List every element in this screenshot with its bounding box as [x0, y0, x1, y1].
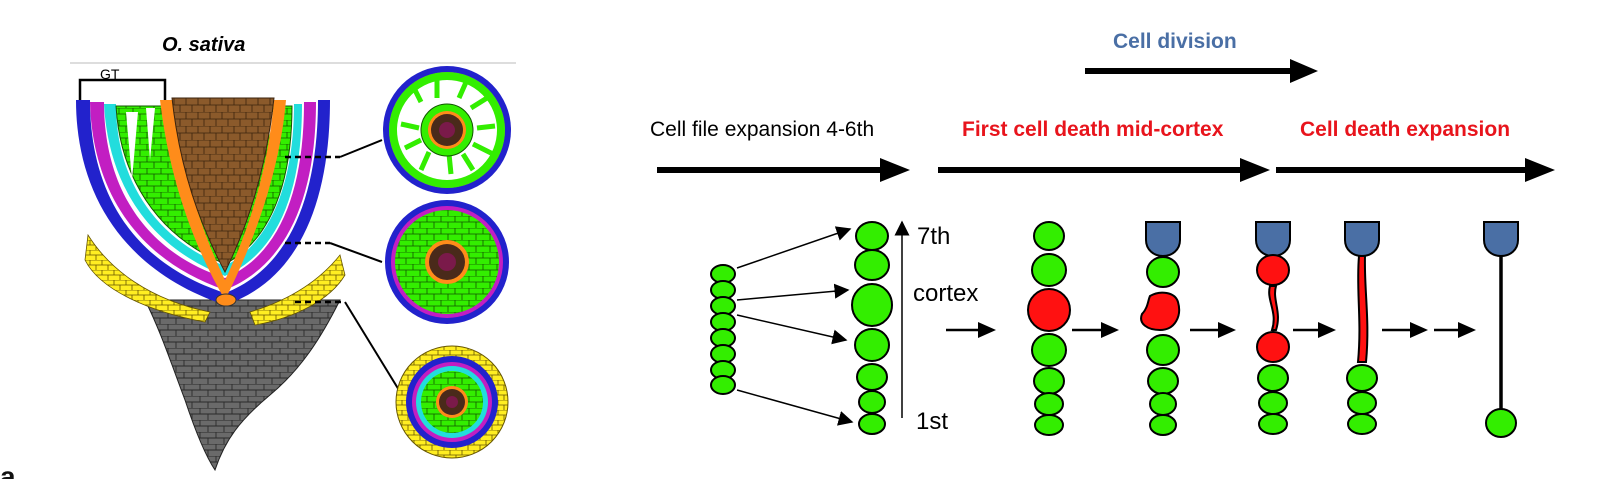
- initial-cell-file: [710, 264, 736, 395]
- cross-section-tip: [395, 345, 509, 459]
- root-section-diagram: [70, 62, 516, 472]
- epidermis-layer: [76, 100, 330, 305]
- stage-label-first-death: First cell death mid-cortex: [962, 118, 1224, 141]
- stage2-arrow-head: [1240, 158, 1270, 182]
- stage3-arrow-head: [1525, 158, 1555, 182]
- gt-bracket: [78, 78, 167, 100]
- stage1-arrow-head: [880, 158, 910, 182]
- cross-section-mature: [383, 66, 511, 194]
- cortex-label-middle: cortex: [913, 280, 979, 307]
- cell-division-label: Cell division: [1113, 30, 1237, 53]
- cell-file-stage-a: [1027, 221, 1071, 436]
- cortex-label-bottom: 1st: [916, 408, 949, 435]
- lateral-root-cap-right: [249, 254, 346, 326]
- endodermis-layer: [160, 100, 286, 300]
- stage-label-expansion: Cell file expansion 4-6th: [650, 118, 875, 141]
- cell-file-stage-c: [1255, 221, 1291, 435]
- cell-file-stage-b: [1140, 221, 1181, 436]
- leader-line-2b: [329, 242, 383, 263]
- stele-tissue: [171, 97, 275, 274]
- cell-file-stage-e: [1483, 221, 1519, 438]
- gt-label: GT: [100, 66, 120, 82]
- cell-division-arrow-head: [1290, 59, 1318, 83]
- quiescent-center: [215, 293, 237, 307]
- stage-label-death-expansion: Cell death expansion: [1300, 118, 1511, 141]
- aerenchyma-gap: [146, 108, 155, 160]
- cortex-label-top: 7th: [917, 223, 951, 250]
- expansion-arrows: [736, 226, 854, 426]
- aerenchyma-gap: [126, 112, 138, 180]
- species-title: O. sativa: [162, 34, 246, 56]
- cell-death-schematic: [657, 59, 1555, 438]
- figure-caption: a: [0, 461, 17, 492]
- cell-file-stage-d: [1344, 221, 1380, 435]
- lateral-root-cap-left: [84, 233, 211, 323]
- process-arrows: [946, 322, 1476, 338]
- leader-line-1b: [339, 139, 383, 158]
- leader-line-3b: [344, 301, 403, 396]
- root-cap: [144, 299, 341, 472]
- expanded-cell-file: [851, 221, 893, 435]
- cross-section-young: [385, 200, 509, 324]
